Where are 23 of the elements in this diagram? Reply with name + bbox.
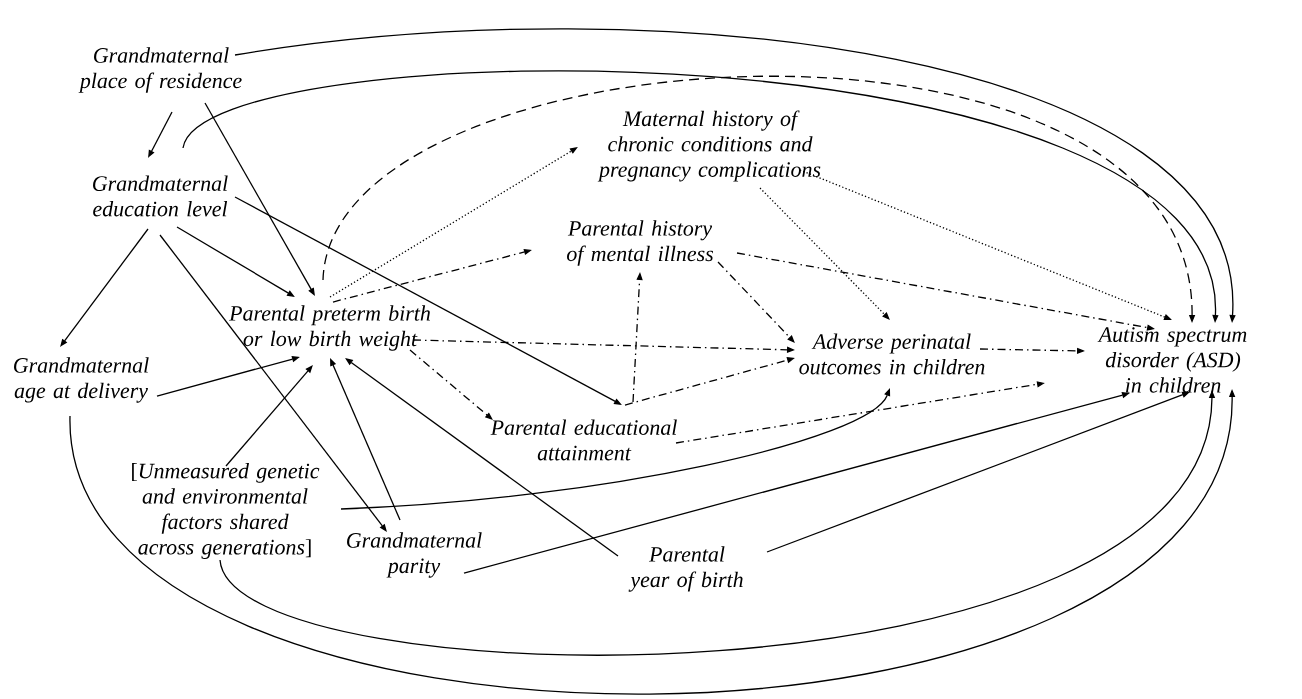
arrow (759, 187, 890, 320)
arrow (159, 234, 387, 532)
variable-label: Parental educational attainment (490, 419, 677, 461)
arrow (60, 228, 149, 347)
arrow (225, 365, 313, 467)
variable-label: Grandmaternal parity (347, 532, 482, 578)
variable-label: Adverse perinatal outcomes in children (799, 333, 985, 375)
variable-label: Parental year of birth (628, 546, 743, 592)
arrow (717, 261, 795, 343)
arrow (234, 196, 622, 405)
arrow (176, 226, 295, 297)
arrow (345, 358, 619, 557)
arrow (329, 147, 578, 298)
arrow (409, 349, 493, 420)
variable-label: [Unmeasured genetic and environmental factors shared across generations] (132, 462, 320, 560)
arrow (204, 102, 315, 296)
variable-label: Maternal history of chronic conditions and pregnancy complications (597, 110, 821, 182)
variable-label: Grandmaternal education level (93, 175, 228, 217)
variable-label: Parental history of mental illness (567, 220, 714, 266)
variable-label: Grandmaternal place of residence (78, 47, 242, 93)
variable-label: Autism spectrum disorder (ASD) in children (1097, 327, 1247, 393)
variable-label: Grandmaternal age at delivery (14, 357, 149, 403)
variable-label: Parental preterm birth or low birth weight (229, 305, 430, 351)
